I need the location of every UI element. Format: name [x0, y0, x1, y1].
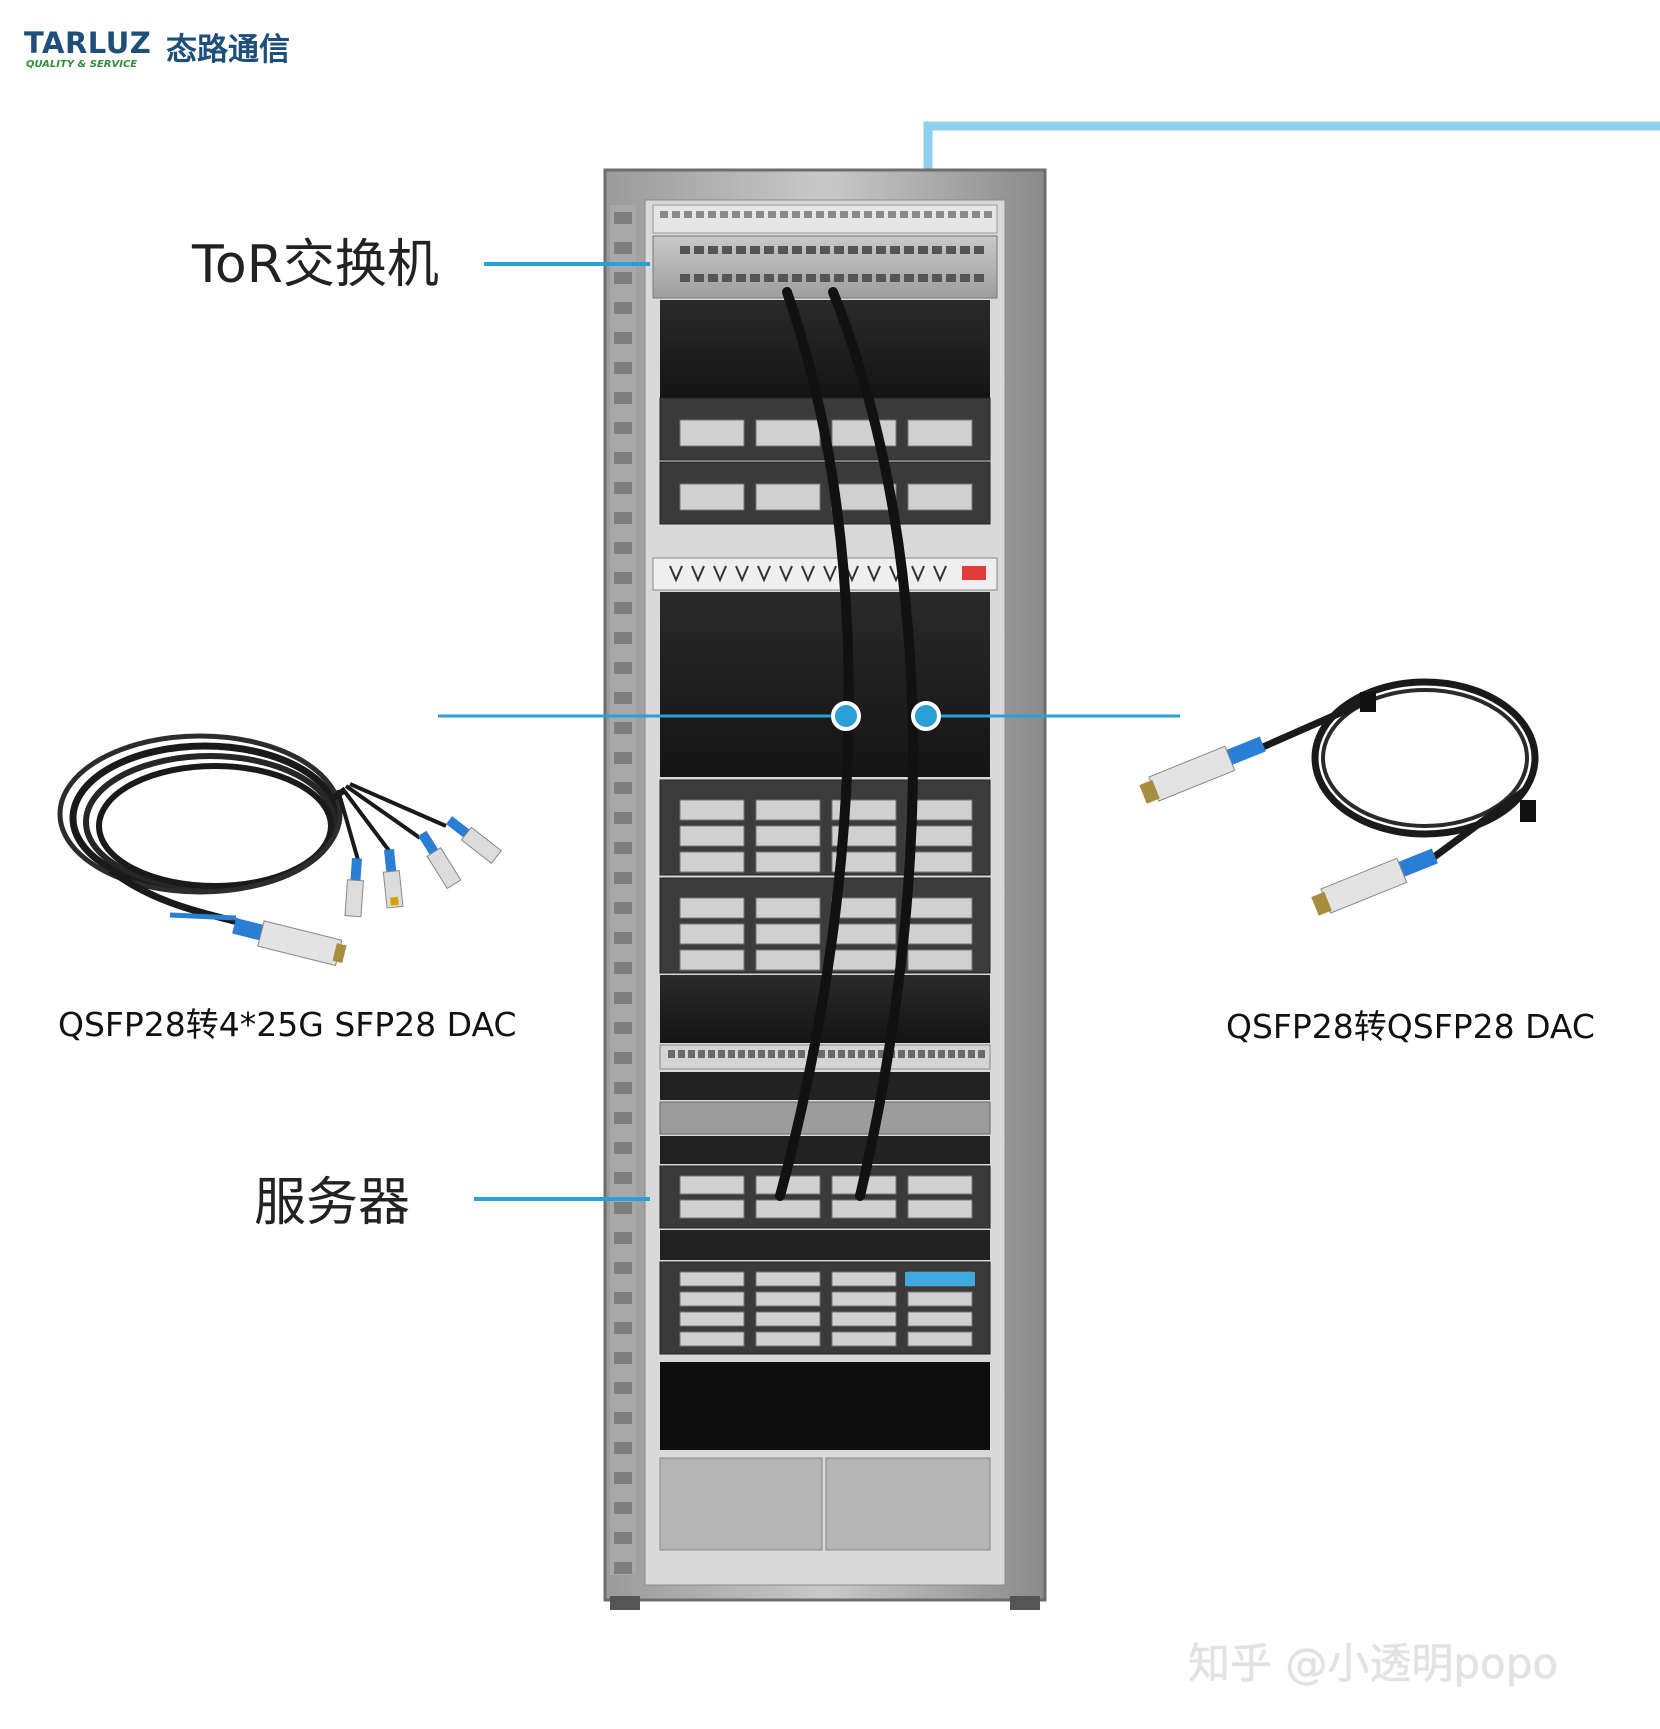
direct-dac-image [1139, 678, 1539, 916]
server-rack [603, 168, 1047, 1610]
rack-cable-left [775, 287, 854, 1201]
server-label: 服务器 [254, 1173, 411, 1233]
rack-cable-right [828, 287, 919, 1201]
logo-brand: TARLUZ [24, 26, 152, 60]
breakout-dac-image [57, 733, 502, 967]
watermark: 知乎 @小透明popo [1188, 1639, 1559, 1688]
logo-chinese-name: 态路通信 [166, 32, 290, 68]
direct-dac-caption: QSFP28转QSFP28 DAC [1226, 1007, 1595, 1046]
company-logo: TARLUZ QUALITY & SERVICE 态路通信 [24, 26, 324, 70]
logo-tagline: QUALITY & SERVICE [26, 59, 138, 70]
tor-switch-label: ToR交换机 [192, 235, 439, 295]
breakout-marker-dot [831, 701, 861, 731]
breakout-dac-caption: QSFP28转4*25G SFP28 DAC [58, 1005, 517, 1044]
direct-marker-dot [911, 701, 941, 731]
